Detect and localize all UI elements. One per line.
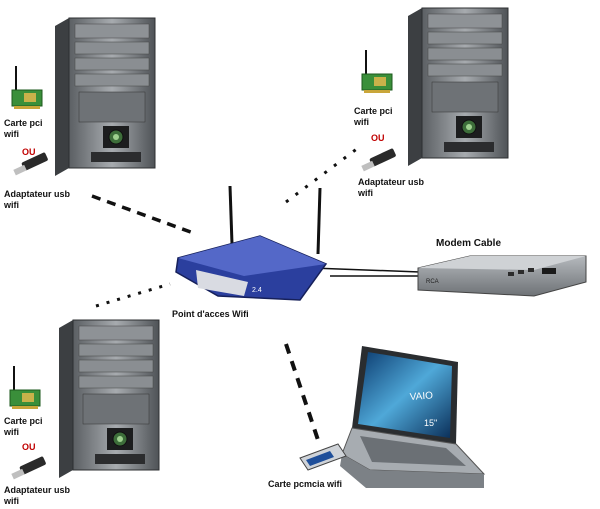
or-label: OU — [22, 147, 36, 157]
pci-card-label: Carte pci wifi — [4, 416, 43, 437]
modem-label: Modem Cable — [436, 238, 502, 249]
or-label: OU — [371, 133, 385, 143]
usb-adapter-label: Adaptateur usb wifi — [358, 177, 425, 198]
usb-adapter-label: Adaptateur usb wifi — [4, 485, 71, 506]
laptop-size-label: 15" — [424, 418, 437, 428]
wireless-links — [91, 146, 359, 441]
router-band-label: 2.4 — [252, 287, 262, 294]
router-icon: 2.4 — [175, 185, 328, 301]
link-bottom-left-pc — [95, 282, 171, 308]
modem-brand-label: RCA — [426, 279, 439, 285]
laptop-icon: VAIO 15" — [340, 346, 486, 488]
cable-link — [311, 267, 421, 277]
link-top-left-pc — [91, 194, 197, 236]
usb-adapter-icon — [361, 147, 397, 172]
usb-adapter-icon — [11, 455, 47, 480]
or-label: OU — [22, 442, 36, 452]
router-label: Point d'acces Wifi — [172, 309, 249, 319]
usb-adapter-label: Adaptateur usb wifi — [4, 189, 71, 210]
link-laptop — [284, 343, 320, 441]
modem-icon: RCA — [417, 255, 587, 297]
pci-card-label: Carte pci wifi — [4, 118, 43, 139]
pcmcia-card-label: Carte pcmcia wifi — [268, 479, 343, 489]
pc-bottom-left — [58, 319, 160, 479]
pc-top-left — [54, 17, 156, 177]
pci-card-icon — [9, 365, 41, 410]
laptop-brand-label: VAIO — [409, 390, 433, 403]
pci-card-icon — [361, 49, 393, 94]
pcmcia-card-icon — [299, 443, 347, 471]
pc-top-right — [407, 7, 509, 167]
link-top-right-pc — [285, 146, 359, 204]
pci-card-icon — [11, 65, 43, 110]
pci-card-label: Carte pci wifi — [354, 106, 393, 127]
